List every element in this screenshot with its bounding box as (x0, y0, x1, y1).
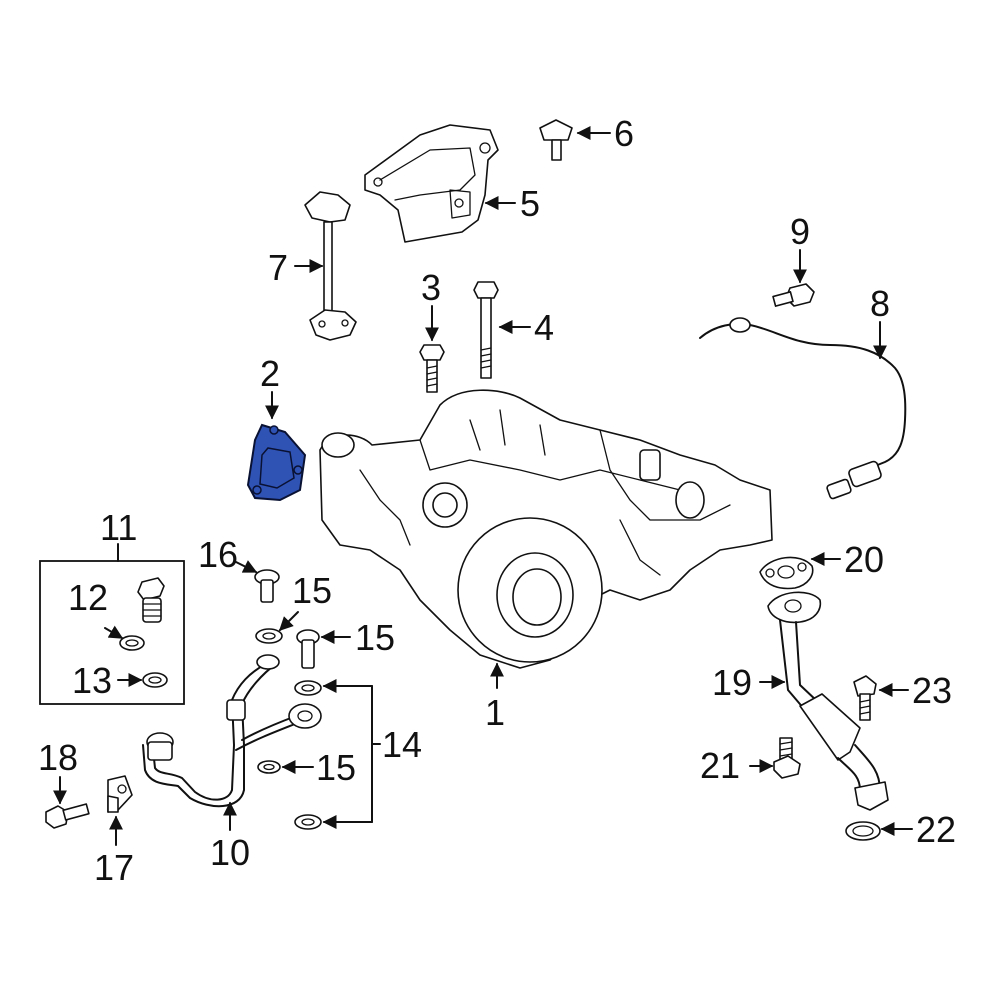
callout-13-label: 13 (72, 660, 112, 701)
clip-18-part[interactable] (107, 775, 133, 813)
bolt-3-part[interactable] (419, 344, 445, 393)
callout-24-label: 23 (912, 670, 952, 711)
callout-20-label: 19 (712, 662, 752, 703)
callout-8-label: 8 (870, 283, 890, 324)
callout-17-label: 16 (198, 534, 238, 575)
callout-19-label: 18 (38, 737, 78, 778)
bolt-22-part[interactable] (773, 737, 801, 779)
callout-3-label: 3 (421, 267, 441, 308)
bolt-6-part[interactable] (539, 119, 573, 161)
sensor-link-7-part[interactable] (304, 191, 357, 341)
callout-9-label: 9 (790, 211, 810, 252)
callout-5-label: 5 (520, 183, 540, 224)
bolt-16-part[interactable] (296, 629, 320, 669)
washer-15-lower-part[interactable] (257, 760, 281, 774)
callout-1-label: 1 (485, 692, 505, 733)
callout-6-label: 6 (614, 113, 634, 154)
callout-22-label: 21 (700, 745, 740, 786)
callout-18-label: 17 (94, 847, 134, 888)
fitting-12-part[interactable] (137, 577, 165, 623)
callout-12-label: 12 (68, 577, 108, 618)
callout-16-label: 15 (355, 617, 395, 658)
gasket-21-part[interactable] (759, 556, 814, 590)
pipe-20-part[interactable] (767, 591, 889, 811)
washer-15-upper-part[interactable] (255, 628, 283, 644)
bolt-17-part[interactable] (254, 569, 280, 603)
washer-13-part[interactable] (142, 672, 168, 688)
callout-15-upper-label: 15 (292, 570, 332, 611)
callout-2-label: 2 (260, 353, 280, 394)
washers-14-part[interactable] (294, 680, 322, 830)
callout-15-lower-label: 15 (316, 747, 356, 788)
bolt-19-part[interactable] (45, 803, 90, 829)
sensor-8-part[interactable] (699, 317, 907, 500)
callout-14-label: 14 (382, 724, 422, 765)
washer-12-part[interactable] (119, 635, 145, 651)
kit-11-box (39, 543, 185, 705)
oil-line-10-part[interactable] (142, 654, 322, 808)
ring-23-part[interactable] (845, 821, 881, 841)
callout-10-label: 10 (210, 832, 250, 873)
bolt-4-part[interactable] (473, 281, 499, 379)
callout-4-label: 4 (534, 307, 554, 348)
callout-7-label: 7 (268, 247, 288, 288)
bolt-24-part[interactable] (853, 675, 877, 721)
bracket-5-part[interactable] (364, 124, 499, 243)
callout-23-label: 22 (916, 809, 956, 850)
gasket-highlighted-part[interactable] (246, 423, 307, 502)
callout-21-label: 20 (844, 539, 884, 580)
turbocharger-part[interactable] (319, 389, 773, 669)
bolt-9-part[interactable] (772, 283, 815, 307)
callout-11-label: 11 (100, 507, 137, 548)
